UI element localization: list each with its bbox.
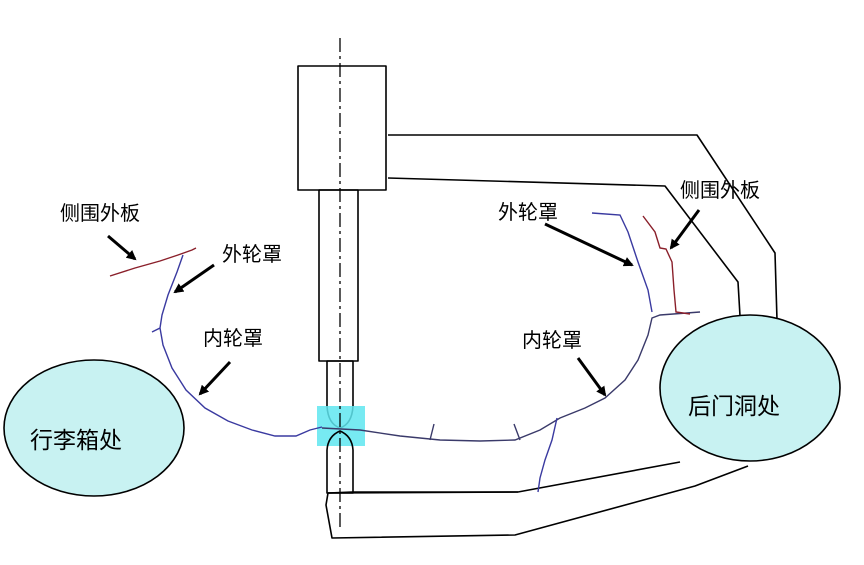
label-right-inner-wheelhouse: 内轮罩	[522, 328, 582, 352]
label-left-inner-wheelhouse: 内轮罩	[203, 326, 263, 350]
arrow-right-side-outer-panel	[669, 209, 701, 250]
left-outer-wheelhouse-curve	[151, 254, 323, 437]
label-left-outer-wheelhouse: 外轮罩	[222, 242, 282, 266]
arrow-right-inner-wheelhouse	[576, 357, 607, 397]
floor-drop-line	[537, 417, 558, 493]
gun-cylinder	[297, 65, 387, 191]
right-side-outer-panel-curve	[642, 215, 691, 315]
label-right-outer-wheelhouse: 外轮罩	[498, 200, 558, 224]
weld-spot-highlight	[317, 406, 365, 446]
arrow-right-outer-wheelhouse	[544, 222, 634, 267]
gun-upper-arm	[318, 189, 359, 362]
arrow-left-outer-wheelhouse	[173, 263, 215, 294]
arrow-left-inner-wheelhouse	[198, 360, 232, 396]
left-side-outer-panel-curve	[109, 247, 197, 277]
label-right-side-outer-panel: 侧围外板	[680, 178, 760, 202]
label-rear-door-opening: 后门洞处	[688, 394, 780, 420]
gun-lower-arm	[325, 465, 749, 539]
floor-bump	[429, 423, 521, 441]
arrow-left-side-outer-panel	[107, 234, 137, 261]
rear-door-opening-ellipse	[659, 314, 841, 462]
gun-lower-arm-top	[327, 491, 519, 494]
label-left-side-outer-panel: 侧围外板	[60, 201, 140, 225]
trunk-area-ellipse	[3, 359, 185, 497]
inner-wheelhouse-floor-curve	[321, 311, 701, 442]
right-outer-wheelhouse-curve	[591, 212, 653, 313]
label-trunk-area: 行李箱处	[30, 428, 122, 454]
